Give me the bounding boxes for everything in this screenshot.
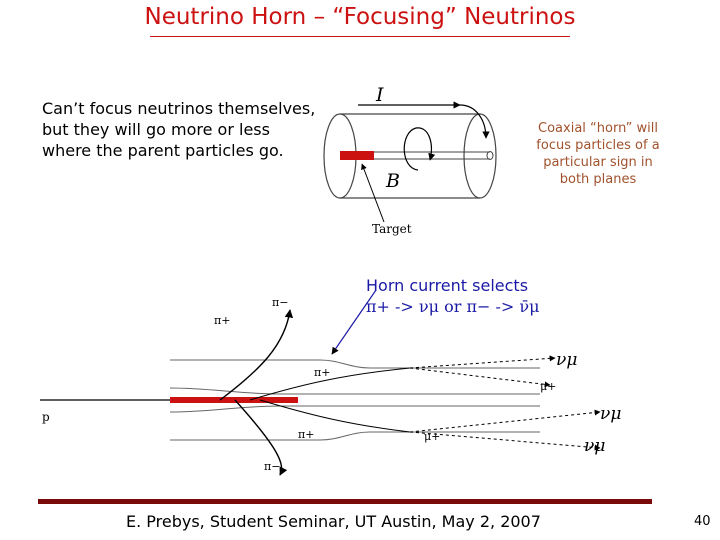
beam-target [170,397,298,403]
target-label: Target [372,222,412,236]
title-underline [150,36,570,37]
neutrino-label-1: νμ [556,350,578,370]
neutrino-label-3: νμ [584,436,606,456]
beam-focusing-diagram [40,290,601,476]
pion-plus-label-3: π+ [298,428,315,441]
footer-text: E. Prebys, Student Seminar, UT Austin, M… [126,512,541,531]
target-rod [340,151,374,160]
neutrino-label-2: νμ [600,404,622,424]
pion-minus-label-1: π− [272,296,289,309]
proton-label: p [42,410,50,424]
pion-plus-label-1: π+ [214,314,231,327]
horn-cylinder-diagram [323,101,497,223]
muon-label-2: μ+ [424,430,441,443]
slide-title: Neutrino Horn – “Focusing” Neutrinos [144,4,576,30]
horn-select-text: π+ -> νμ or π− -> ν̄μ [366,297,540,316]
current-label: I [376,84,384,106]
field-label: B [386,170,400,192]
pion-plus-label-2: π+ [314,366,331,379]
horn-current-text: Horn current selects [366,276,529,295]
coaxial-horn-text: Coaxial “horn” will focus particles of a… [536,121,660,187]
page-number: 40 [694,514,711,529]
pion-minus-label-2: π− [264,460,281,473]
intro-text: Can’t focus neutrinos themselves, but th… [42,99,316,160]
muon-label-1: μ+ [540,380,557,393]
footer-bar [38,499,652,504]
